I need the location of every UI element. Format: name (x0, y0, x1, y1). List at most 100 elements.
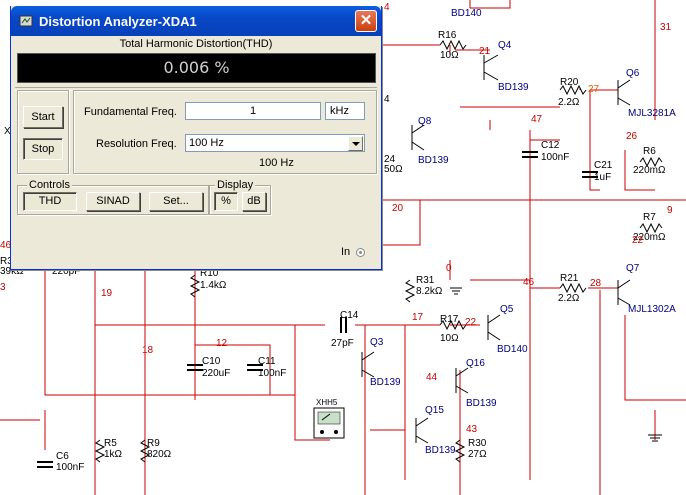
label-r24-val: 50Ω (384, 164, 403, 175)
label-r4-frag: 4 (384, 94, 390, 105)
chevron-down-icon[interactable] (348, 136, 363, 151)
sinad-button[interactable]: SINAD (86, 192, 140, 211)
resolution-freq-readout: 100 Hz (259, 157, 294, 169)
label-c10: C10 (202, 356, 221, 367)
label-r6-val: 220mΩ (633, 165, 666, 176)
input-terminal-label: In (341, 246, 351, 258)
label-r21: R21 (560, 273, 579, 284)
net-20: 20 (392, 203, 404, 214)
label-c14: C14 (340, 310, 359, 321)
fundamental-unit-field[interactable]: kHz (325, 102, 365, 120)
label-c10-val: 220uF (202, 368, 230, 379)
net-28: 28 (590, 278, 602, 289)
label-q4-type: BD139 (498, 82, 529, 93)
thd-heading: Total Harmonic Distortion(THD) (119, 38, 273, 50)
net-43: 43 (466, 424, 478, 435)
label-r20: R20 (560, 77, 579, 88)
label-r20-val: 2.2Ω (558, 97, 580, 108)
controls-title: Controls (27, 179, 72, 191)
label-c14-val: 27pF (331, 338, 354, 349)
label-q6: Q6 (626, 68, 640, 79)
start-stop-panel: Start Stop (17, 90, 69, 174)
label-bd140-top: BD140 (451, 8, 482, 19)
input-terminal-icon[interactable] (356, 248, 365, 257)
net-12: 12 (216, 338, 228, 349)
fundamental-freq-label: Fundamental Freq. (84, 106, 177, 118)
start-button[interactable]: Start (23, 106, 63, 128)
db-button[interactable]: dB (242, 192, 266, 211)
label-q7-type: MJL1302A (628, 304, 676, 315)
label-c-left-val: 220pF (52, 266, 80, 277)
instrument-icon (19, 15, 33, 27)
percent-button[interactable]: % (214, 192, 238, 211)
schematic-components (37, 39, 663, 468)
label-q5-type: BD140 (497, 344, 528, 355)
label-r21-val: 2.2Ω (558, 293, 580, 304)
label-q8: Q8 (418, 116, 432, 127)
label-r6: R6 (643, 146, 656, 157)
set-button[interactable]: Set... (149, 192, 203, 211)
net-47: 47 (531, 114, 543, 125)
label-r30: R30 (468, 438, 487, 449)
label-q6-type: MJL3281A (628, 108, 676, 119)
net-9: 9 (667, 205, 673, 216)
label-xhh5: XHH5 (316, 398, 338, 407)
label-r10-val: 1.4kΩ (200, 280, 227, 291)
label-r17: R17 (440, 314, 459, 325)
label-r5: R5 (104, 438, 117, 449)
label-r17-val: 10Ω (440, 333, 459, 344)
frequency-panel: Fundamental Freq. 1 kHz Resolution Freq.… (73, 90, 377, 174)
title-bar[interactable]: Distortion Analyzer-XDA1 ✕ (11, 6, 381, 36)
net-26: 26 (626, 131, 638, 142)
component-labels: BD140 R16 10Ω Q4 BD139 R20 2.2Ω Q6 MJL32… (0, 8, 676, 473)
net-46-left: 46 (0, 240, 12, 251)
label-q4: Q4 (498, 40, 512, 51)
net-22-top: 22 (632, 235, 644, 246)
label-c11: C11 (258, 356, 276, 367)
display-title: Display (215, 179, 256, 191)
net-31: 31 (660, 22, 672, 33)
label-q8-type: BD139 (418, 155, 449, 166)
label-q15: Q15 (425, 405, 444, 416)
label-c21: C21 (594, 160, 613, 171)
label-r9-val: 820Ω (147, 449, 172, 460)
thd-readout-display: 0.006 % (17, 53, 376, 83)
label-x-left: X (4, 126, 11, 137)
label-c6: C6 (56, 451, 69, 462)
net-labels: 4 21 31 27 47 26 9 20 22 0 46 28 19 12 1… (0, 2, 673, 435)
label-r7-val: 220mΩ (633, 232, 666, 243)
label-c12-val: 100nF (541, 152, 569, 163)
net-3: 3 (0, 282, 6, 293)
net-4: 4 (384, 2, 390, 13)
net-44: 44 (426, 372, 438, 383)
label-r3: R3 (0, 256, 13, 267)
label-r9: R9 (147, 438, 160, 449)
fundamental-freq-input[interactable]: 1 (185, 102, 321, 120)
label-q16-type: BD139 (466, 398, 497, 409)
close-icon: ✕ (359, 12, 373, 29)
label-c12: C12 (541, 140, 560, 151)
label-r16-val: 10Ω (440, 50, 459, 61)
stop-button[interactable]: Stop (23, 138, 63, 160)
net-0: 0 (446, 263, 452, 274)
close-button[interactable]: ✕ (355, 10, 377, 32)
resolution-freq-select[interactable]: 100 Hz (185, 134, 365, 152)
label-c6-val: 100nF (56, 462, 84, 473)
label-r31-val: 8.2kΩ (416, 286, 443, 297)
net-19: 19 (101, 288, 113, 299)
net-22: 22 (465, 317, 477, 328)
label-r5-val: 1kΩ (104, 449, 123, 460)
label-r7: R7 (643, 212, 656, 223)
label-q5: Q5 (500, 304, 514, 315)
label-r31: R31 (416, 275, 435, 286)
thd-button[interactable]: THD (23, 192, 77, 211)
label-c11-val: 100nF (258, 368, 286, 379)
distortion-analyzer-window: Distortion Analyzer-XDA1 ✕ Total Harmoni… (10, 6, 382, 270)
label-q3: Q3 (370, 337, 384, 348)
label-q15-type: BD139 (425, 445, 456, 456)
label-r3-val: 39kΩ (0, 266, 24, 277)
net-17: 17 (412, 312, 424, 323)
net-21: 21 (479, 46, 491, 57)
